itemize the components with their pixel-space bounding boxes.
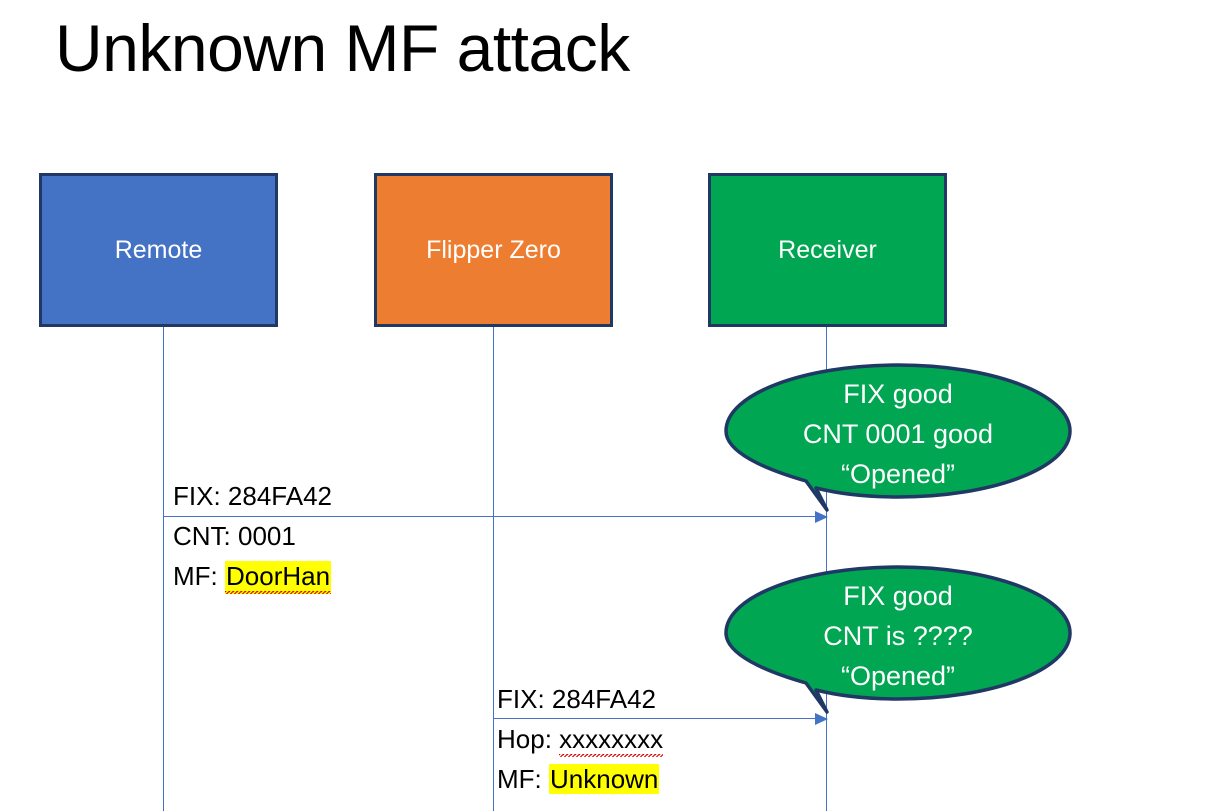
lifeline-receiver [826,327,827,811]
message-2-line-1-label: FIX: [497,684,552,714]
message-arrow-1 [164,511,828,523]
message-2-line-2-label: Hop: [497,724,560,754]
actor-label-flipper: Flipper Zero [426,235,561,264]
lifeline-flipper [493,327,494,811]
lifeline-remote [163,327,164,811]
message-1-line-2-label: CNT: [173,521,238,551]
message-1-line-1-value: 284FA42 [227,481,332,511]
actor-label-remote: Remote [114,235,203,264]
message-arrow-2 [494,713,828,725]
message-1-line-3: MF: DoorHan [173,556,332,596]
message-1-line-3-value: DoorHan [225,561,332,594]
message-1-line-3-label: MF: [173,561,225,591]
message-2-line-1: FIX: 284FA42 [497,679,663,719]
message-1-line-2-value: 0001 [238,521,296,551]
page-title: Unknown MF attack [55,11,630,85]
message-2-line-3-value: Unknown [549,764,660,794]
message-label-2: FIX: 284FA42 Hop: xxxxxxxx MF: Unknown [497,679,664,799]
actor-box-remote[interactable]: Remote [39,173,278,327]
speech-bubble-1: FIX good CNT 0001 good “Opened” [724,363,1072,518]
actor-label-receiver: Receiver [778,235,877,264]
message-2-line-1-value: 284FA42 [551,684,656,714]
message-label-1: FIX: 284FA42 CNT: 0001 MF: DoorHan [173,476,332,596]
message-1-line-2: CNT: 0001 [173,516,332,556]
message-2-line-3: MF: Unknown [497,759,663,799]
message-1-line-1: FIX: 284FA42 [173,476,332,516]
speech-bubble-2-shape [724,565,1072,714]
actor-box-flipper[interactable]: Flipper Zero [374,173,613,327]
actor-box-receiver[interactable]: Receiver [708,173,947,327]
message-2-line-2: Hop: xxxxxxxx [497,719,664,759]
message-1-line-1-label: FIX: [173,481,228,511]
speech-bubble-1-shape [724,363,1072,512]
message-2-line-3-label: MF: [497,764,549,794]
speech-bubble-2: FIX good CNT is ???? “Opened” [724,565,1072,720]
message-2-line-2-value: xxxxxxxx [559,724,664,757]
